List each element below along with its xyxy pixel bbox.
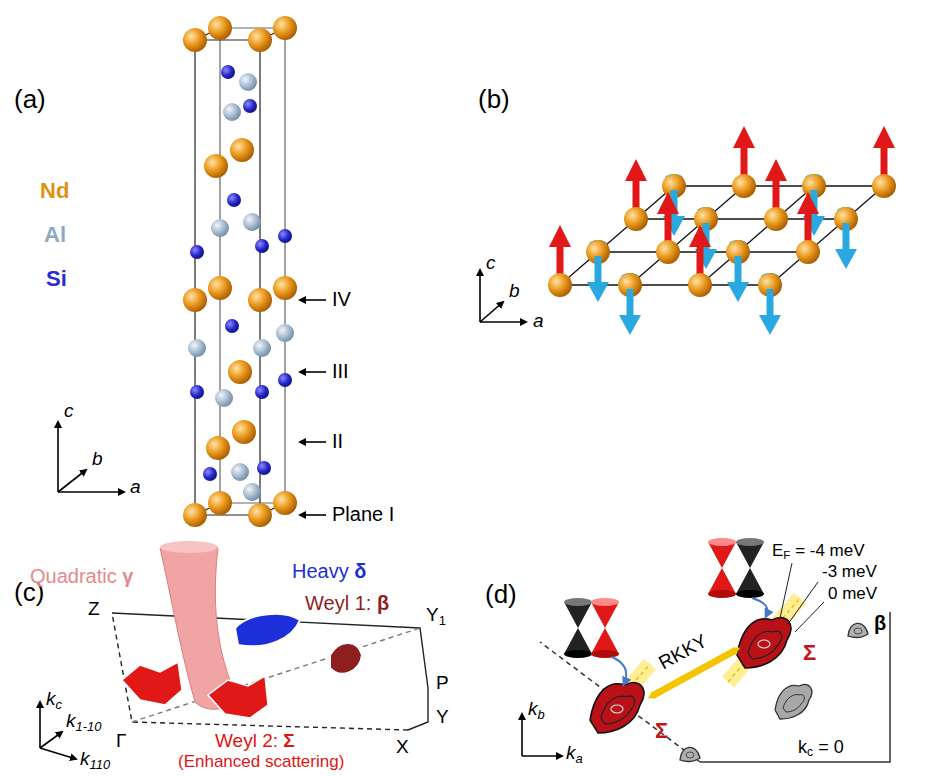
axis-label: a <box>533 310 544 332</box>
panel-label: (d) <box>485 580 517 610</box>
axis-label: k1-10 <box>66 710 101 732</box>
plane-label: IV <box>332 288 351 311</box>
axes-b <box>480 270 526 322</box>
bz-point-label: Y <box>436 706 449 728</box>
axis-label: c <box>486 252 496 274</box>
fermi-surface-label: Weyl 1: β <box>305 592 389 615</box>
pocket-label: Σ <box>803 640 816 665</box>
atom-label: Nd <box>40 178 69 203</box>
axis-label: kb <box>528 698 545 720</box>
blue-arrows <box>612 598 767 684</box>
fermi-surface-label: Heavy δ <box>292 560 366 583</box>
bz-point-label: Y1 <box>426 604 446 626</box>
panel-label: (b) <box>478 85 510 115</box>
spin-lattice-grid <box>560 186 884 285</box>
axis-label: kc <box>46 688 62 710</box>
axis-label: c <box>64 400 74 422</box>
weyl-cones <box>564 538 764 658</box>
bz-point-label: P <box>436 672 449 694</box>
axis-label: b <box>92 448 103 470</box>
energy-label: -3 meV <box>822 562 877 582</box>
axis-label: ka <box>566 742 583 764</box>
spins <box>548 126 896 335</box>
interaction-label: RKKY <box>655 630 711 674</box>
atoms <box>183 16 297 527</box>
plane-label: Plane I <box>332 503 394 526</box>
zone-label: kc = 0 <box>798 737 844 758</box>
bz-point-label: X <box>396 736 409 758</box>
axes-a <box>58 422 124 492</box>
atom-label: Si <box>46 266 67 291</box>
plane-arrows <box>300 300 326 515</box>
energy-label: EF = -4 meV <box>772 541 865 561</box>
axis-label: a <box>130 476 141 498</box>
axis-label: k110 <box>80 748 110 770</box>
atom-label: Al <box>44 222 66 247</box>
pocket-label: Σ <box>655 718 668 743</box>
fermi-surface-label: Weyl 2: Σ <box>215 730 295 752</box>
fermi-surface-note: (Enhanced scattering) <box>178 752 344 772</box>
panel-label: (a) <box>14 85 46 115</box>
brillouin-zone <box>112 613 428 730</box>
bz-point-label: Γ <box>116 730 126 752</box>
pockets <box>590 618 868 762</box>
axis-label: b <box>509 280 520 302</box>
zone-frame <box>540 612 890 762</box>
energy-label: 0 meV <box>828 584 877 604</box>
pocket-label: β <box>874 612 886 635</box>
leader-lines <box>780 563 824 632</box>
fermi-surfaces <box>122 541 362 718</box>
unit-cell <box>195 28 285 515</box>
plane-label: III <box>332 360 349 383</box>
bz-point-label: Z <box>88 598 100 620</box>
plane-label: II <box>332 430 343 453</box>
fermi-surface-label: Quadratic γ <box>30 565 133 588</box>
